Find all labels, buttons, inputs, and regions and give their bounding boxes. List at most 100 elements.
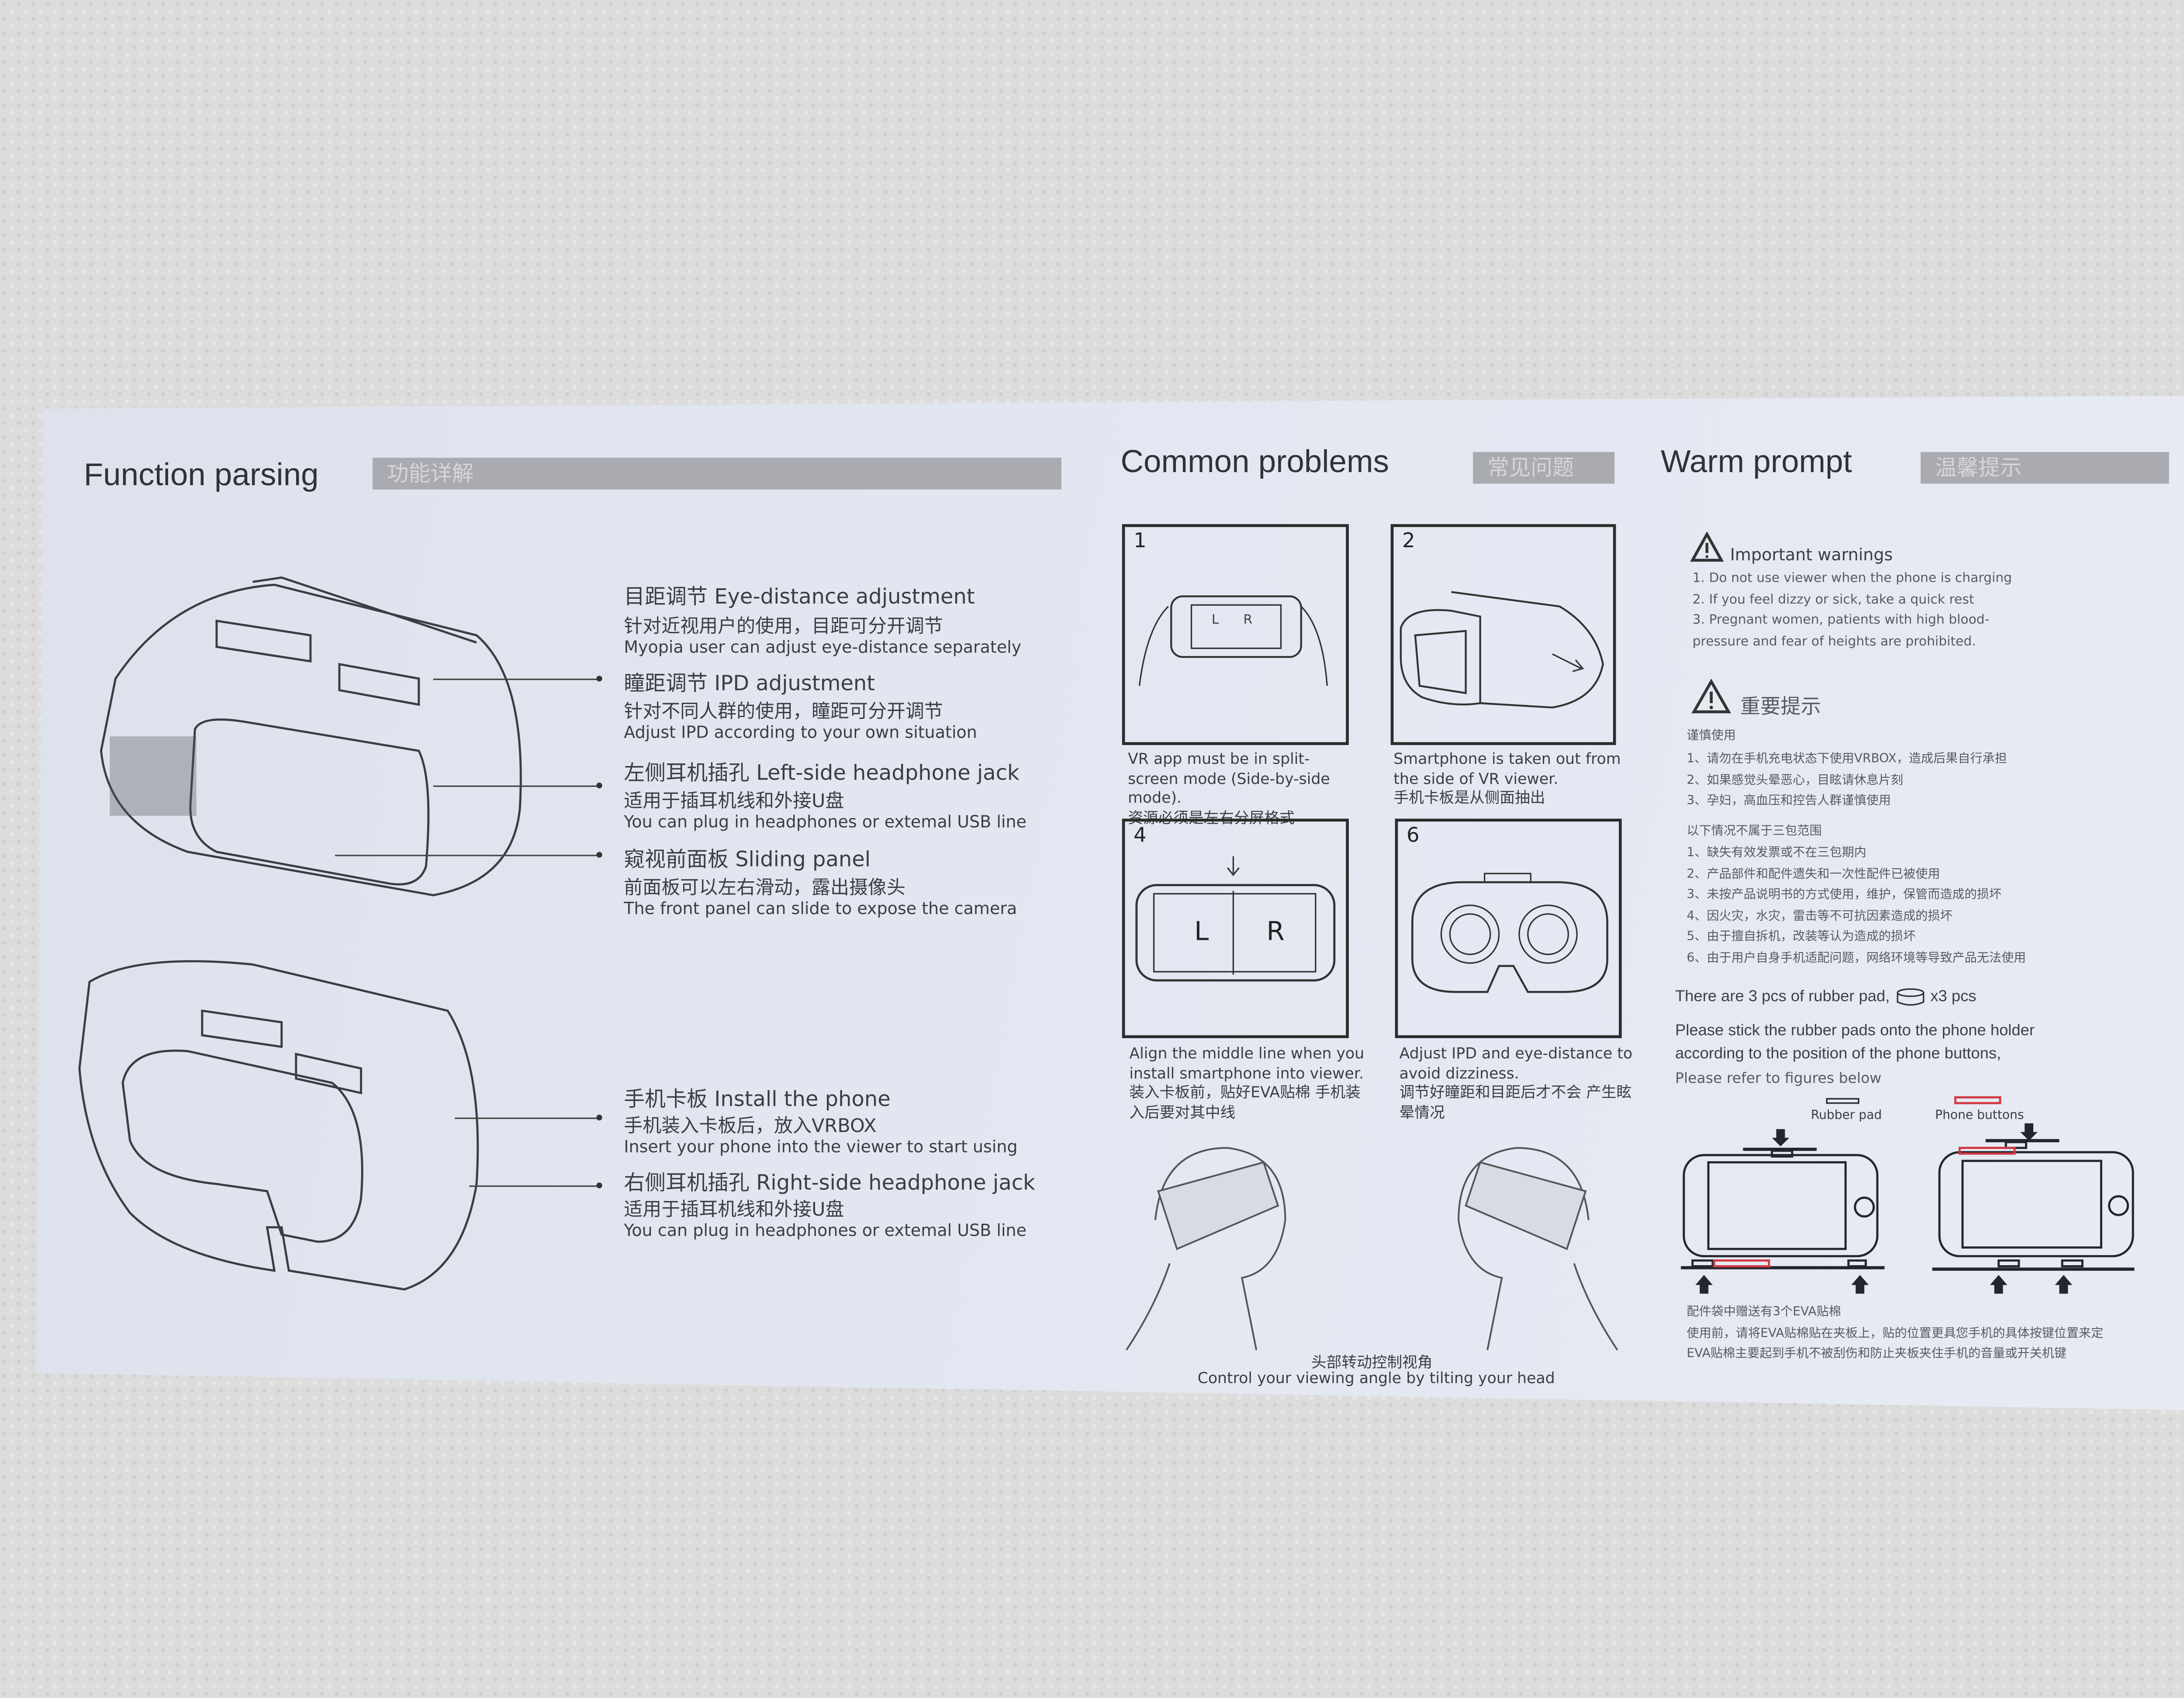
refer-figures: Please refer to figures below [1675, 1071, 1882, 1087]
function-item-title: 目距调节 Eye-distance adjustment [624, 586, 975, 610]
function-item-title: 瞳距调节 IPD adjustment [624, 673, 875, 696]
leader-line [335, 855, 600, 856]
rubber-pad-placement-diagram [1681, 1123, 2135, 1294]
function-parsing-cn-bar: 功能详解 [372, 458, 1061, 490]
stick-instruction-2: according to the position of the phone b… [1675, 1045, 2001, 1063]
problem-caption-4: Align the middle line when you install s… [1129, 1046, 1368, 1124]
warranty-item: 6、由于用户自身手机适配问题，网络环境等导致产品无法使用 [1686, 951, 2026, 966]
problem-caption-1: VR app must be in split-screen mode (Sid… [1128, 751, 1359, 829]
phone-buttons-legend: Phone buttons [1935, 1109, 2024, 1124]
warranty-item: 4、因火灾，水灾，雷击等不可抗因素造成的损坏 [1686, 909, 1952, 924]
screen-right-label: R [1243, 614, 1253, 628]
function-item-en: You can plug in headphones or extemal US… [624, 1220, 1027, 1240]
leader-dot [596, 852, 602, 858]
rubber-pad-icon [1896, 988, 1924, 1006]
panel-number: 4 [1133, 824, 1147, 848]
eva-note: EVA贴棉主要起到手机不被刮伤和防止夹板夹住手机的音量或开关机键 [1686, 1347, 2067, 1362]
warnings-list: 1. Do not use viewer when the phone is c… [1693, 569, 2012, 653]
rubber-pad-legend: Rubber pad [1811, 1109, 1882, 1124]
warranty-heading: 以下情况不属于三包范围 [1686, 824, 1822, 839]
problem-panel-1: 1 L R [1122, 524, 1349, 745]
stick-instruction-1: Please stick the rubber pads onto the ph… [1675, 1022, 2035, 1040]
function-item-title: 手机卡板 Install the phone [624, 1088, 891, 1112]
rubber-pad-legend-swatch [1826, 1098, 1859, 1104]
eva-note: 配件袋中赠送有3个EVA贴棉 [1686, 1305, 1841, 1320]
problem-panel-4: 4 L R [1122, 818, 1349, 1039]
caution-item: 3、孕妇，高血压和控告人群谨慎使用 [1686, 794, 1891, 809]
common-problems-title: Common problems [1120, 443, 1389, 480]
hands-holding-phone-icon [1138, 595, 1328, 686]
warm-prompt-title: Warm prompt [1661, 443, 1852, 480]
rubber-pad-text: There are 3 pcs of rubber pad, [1675, 988, 1890, 1006]
phone-middle-line-icon [1135, 856, 1336, 982]
rubber-pad-count: x3 pcs [1930, 988, 1977, 1006]
problem-caption-6: Adjust IPD and eye-distance to avoid diz… [1400, 1046, 1638, 1124]
warning-triangle-icon [1691, 678, 1731, 714]
important-warnings-title: Important warnings [1730, 544, 1893, 565]
warning-item: 3. Pregnant women, patients with high bl… [1692, 614, 1990, 628]
function-parsing-title: Function parsing [83, 456, 319, 493]
function-item-en: You can plug in headphones or extemal US… [624, 811, 1027, 832]
function-item-title: 右侧耳机插孔 Right-side headphone jack [624, 1172, 1035, 1196]
warning-item: 1. Do not use viewer when the phone is c… [1692, 572, 2012, 587]
screen-left-label: L [1194, 917, 1209, 947]
caption-en: Adjust IPD and eye-distance to avoid diz… [1399, 1045, 1633, 1082]
function-item-cn: 针对不同人群的使用，瞳距可分开调节 [624, 701, 943, 724]
caution-list: 1、请勿在手机充电状态下使用VRBOX，造成后果自行承担 2、如果感觉头晕恶心，… [1687, 749, 2007, 812]
problem-panel-2: 2 [1390, 524, 1616, 745]
important-notice-cn-title: 重要提示 [1740, 696, 1821, 719]
function-item-cn: 前面板可以左右滑动，露出摄像头 [624, 878, 905, 900]
head-caption-en: Control your viewing angle by tilting yo… [1197, 1370, 1555, 1388]
caption-cn: 手机卡板是从侧面抽出 [1393, 790, 1545, 808]
head-tilt-illustration [1126, 1147, 1618, 1351]
eva-pad-notes: 配件袋中赠送有3个EVA贴棉 使用前，请将EVA贴棉贴在夹板上，贴的位置更具您手… [1687, 1302, 2104, 1365]
panel-number: 2 [1402, 530, 1415, 553]
warranty-item: 5、由于擅自拆机，改装等认为造成的损坏 [1686, 930, 1916, 945]
function-item-cn: 针对近视用户的使用，目距可分开调节 [624, 616, 943, 638]
function-item-title: 窥视前面板 Sliding panel [624, 849, 871, 872]
warranty-item: 1、缺失有效发票或不在三包期内 [1686, 846, 1866, 861]
caption-en: Align the middle line when you install s… [1129, 1045, 1365, 1082]
warning-triangle-icon [1690, 531, 1724, 562]
warranty-list: 1、缺失有效发票或不在三包期内 2、产品部件和配件遗失和一次性配件已被使用 3、… [1687, 843, 2026, 969]
leader-line [433, 785, 600, 787]
problem-caption-2: Smartphone is taken out from the side of… [1393, 751, 1624, 809]
function-item-cn: 手机装入卡板后，放入VRBOX [624, 1116, 877, 1138]
caption-cn: 装入卡板前，贴好EVA贴棉 手机装入后要对其中线 [1129, 1084, 1361, 1122]
leader-line [455, 1117, 600, 1119]
caution-heading: 谨慎使用 [1686, 729, 1736, 744]
function-item-en: Myopia user can adjust eye-distance sepa… [624, 636, 1022, 657]
screen-right-label: R [1266, 917, 1285, 947]
common-problems-cn-bar: 常见问题 [1473, 452, 1615, 484]
panel-number: 1 [1133, 530, 1147, 553]
leader-dot [596, 676, 602, 682]
warranty-item: 3、未按产品说明书的方式使用，维护，保管而造成的损坏 [1686, 888, 2001, 903]
caption-cn: 资源必须是左右分屏格式 [1128, 809, 1295, 827]
caption-cn: 调节好瞳距和目距后才不会 产生眩晕情况 [1399, 1084, 1632, 1122]
warning-item: 2. If you feel dizzy or sick, take a qui… [1692, 593, 1974, 607]
function-item-title: 左侧耳机插孔 Left-side headphone jack [624, 762, 1019, 786]
leader-line [469, 1185, 600, 1187]
warranty-item: 2、产品部件和配件遗失和一次性配件已被使用 [1686, 867, 1940, 882]
panel-number: 6 [1406, 824, 1420, 848]
headset-lenses-icon [1411, 873, 1609, 993]
warm-prompt-cn-bar: 温馨提示 [1921, 452, 2169, 484]
function-item-en: Insert your phone into the viewer to sta… [624, 1136, 1018, 1157]
leader-line [433, 678, 600, 680]
warning-item: pressure and fear of heights are prohibi… [1692, 635, 1976, 649]
screen-left-label: L [1211, 614, 1219, 628]
rubber-pad-line: There are 3 pcs of rubber pad, x3 pcs [1675, 987, 1976, 1006]
caution-item: 2、如果感觉头晕恶心，目眩请休息片刻 [1686, 773, 1904, 788]
phone-buttons-legend-swatch [1954, 1096, 2001, 1104]
problem-panel-6: 6 [1395, 818, 1622, 1039]
caption-en: VR app must be in split-screen mode (Sid… [1128, 751, 1330, 808]
eva-note: 使用前，请将EVA贴棉贴在夹板上，贴的位置更具您手机的具体按键位置来定 [1686, 1326, 2104, 1341]
leader-dot [596, 1182, 602, 1188]
function-item-cn: 适用于插耳机线和外接U盘 [624, 791, 844, 813]
function-item-en: The front panel can slide to expose the … [624, 898, 1017, 918]
caption-en: Smartphone is taken out from the side of… [1393, 751, 1621, 788]
vr-headset-front-illustration [78, 576, 522, 1291]
function-item-en: Adjust IPD according to your own situati… [624, 722, 977, 742]
